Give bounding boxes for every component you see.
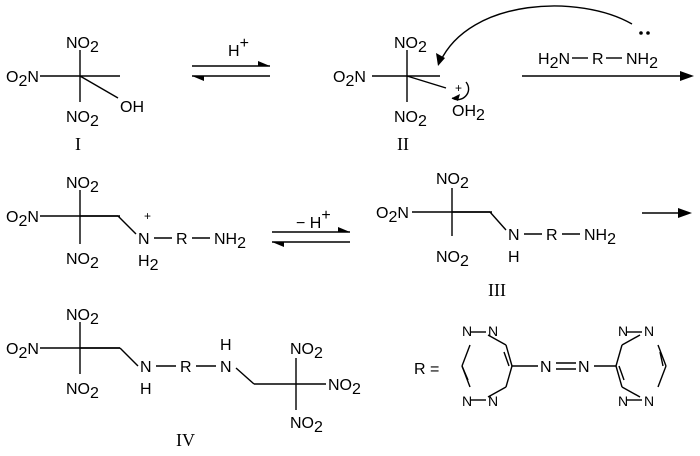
amine-hydrogen: H bbox=[140, 381, 152, 398]
r-equals-label: R = bbox=[414, 361, 439, 378]
compound-label-III: III bbox=[488, 280, 506, 300]
equilibrium-arrow-1: H+ bbox=[192, 35, 270, 81]
no2-group: NO2 bbox=[394, 109, 427, 130]
compound-label-I: I bbox=[75, 134, 81, 154]
o2n-group: O2N bbox=[333, 69, 366, 90]
compound-II: NO2 O2N NO2 + OH2 II bbox=[333, 35, 485, 154]
compound-label-IV: IV bbox=[176, 430, 195, 450]
no2-group: NO2 bbox=[394, 35, 427, 56]
amine-nitrogen: N bbox=[220, 359, 232, 376]
ammonium-h2: H2 bbox=[138, 253, 159, 274]
amine-hydrogen: H bbox=[220, 337, 232, 354]
ring-nitrogen: N bbox=[644, 323, 654, 339]
amine-group: NH2 bbox=[584, 227, 616, 248]
compound-III: NO2 O2N NO2 N H R NH2 III bbox=[376, 171, 616, 300]
o2n-group: O2N bbox=[6, 209, 39, 230]
amine-group: H2N bbox=[538, 51, 570, 72]
acid-label: H+ bbox=[228, 35, 249, 60]
compound-I: NO2 O2N NO2 OH I bbox=[6, 35, 144, 154]
no2-group: NO2 bbox=[66, 175, 99, 196]
positive-charge: + bbox=[144, 209, 151, 223]
no2-group: NO2 bbox=[66, 35, 99, 56]
ring-nitrogen: N bbox=[618, 323, 628, 339]
no2-group: NO2 bbox=[436, 171, 469, 192]
no2-group: NO2 bbox=[66, 109, 99, 130]
tetrazine-ring-right: N N N N bbox=[615, 323, 667, 409]
protonated-adduct: NO2 O2N NO2 + N H2 R NH2 bbox=[6, 175, 246, 274]
deprotonation-label: − H+ bbox=[296, 207, 331, 232]
no2-group: NO2 bbox=[290, 341, 323, 362]
ring-nitrogen: N bbox=[488, 323, 498, 339]
ring-nitrogen: N bbox=[462, 323, 472, 339]
compound-IV: NO2 O2N NO2 N H R N H NO2 NO2 NO2 IV bbox=[6, 307, 361, 450]
forward-arrow-2 bbox=[642, 208, 692, 218]
amine-nitrogen: N bbox=[140, 359, 152, 376]
amine-group: NH2 bbox=[214, 231, 246, 252]
no2-group: NO2 bbox=[66, 381, 99, 402]
no2-group: NO2 bbox=[328, 377, 361, 398]
amine-group: NH2 bbox=[626, 51, 658, 72]
no2-group: NO2 bbox=[66, 251, 99, 272]
ring-nitrogen: N bbox=[488, 393, 498, 409]
r-group: R bbox=[176, 231, 188, 248]
positive-charge: + bbox=[455, 81, 462, 95]
diamine-reagent: H2N R NH2 bbox=[538, 51, 658, 72]
tetrazine-ring-left: N N N N bbox=[461, 323, 513, 409]
r-group: R bbox=[546, 227, 558, 244]
no2-group: NO2 bbox=[66, 307, 99, 328]
no2-group: NO2 bbox=[290, 415, 323, 436]
ammonium-nitrogen: N bbox=[138, 231, 150, 248]
ring-nitrogen: N bbox=[462, 393, 472, 409]
o2n-group: O2N bbox=[6, 341, 39, 362]
ring-nitrogen: N bbox=[644, 393, 654, 409]
ring-nitrogen: N bbox=[618, 393, 628, 409]
azo-nitrogen: N bbox=[578, 359, 590, 376]
azo-nitrogen: N bbox=[540, 359, 552, 376]
o2n-group: O2N bbox=[376, 205, 409, 226]
compound-label-II: II bbox=[397, 134, 409, 154]
o2n-group: O2N bbox=[6, 69, 39, 90]
hydroxyl-group: OH bbox=[120, 99, 144, 116]
nucleophilic-attack-arrow bbox=[436, 5, 650, 66]
amine-hydrogen: H bbox=[508, 249, 520, 266]
no2-group: NO2 bbox=[436, 249, 469, 270]
equilibrium-arrow-2: − H+ bbox=[272, 207, 350, 247]
forward-arrow-1 bbox=[522, 71, 694, 81]
r-definition: R = N N N N N N bbox=[414, 323, 667, 409]
r-group: R bbox=[592, 51, 604, 68]
amine-nitrogen: N bbox=[508, 227, 520, 244]
r-group: R bbox=[180, 359, 192, 376]
oxonium-group: OH2 bbox=[452, 103, 485, 124]
